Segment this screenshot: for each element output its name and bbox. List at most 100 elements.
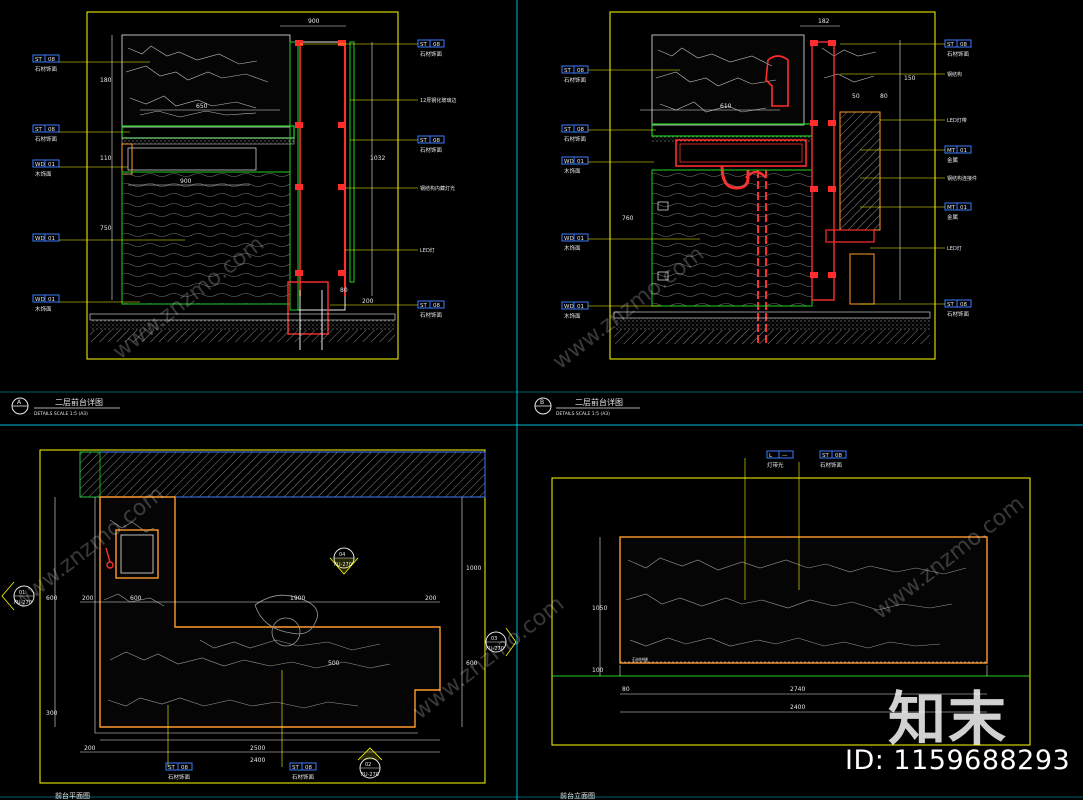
svg-text:WD: WD xyxy=(564,159,574,165)
panel-a-title-text: 二层前台详图 xyxy=(55,397,103,407)
svg-text:石材饰面: 石材饰面 xyxy=(420,311,443,319)
panel-d-stone-face xyxy=(619,536,988,664)
svg-text:MT: MT xyxy=(947,148,956,154)
panel-c-plan xyxy=(39,449,486,784)
panel-a-dim-900: 900 xyxy=(180,178,192,185)
note-a-2: 钢结构内藏灯光 xyxy=(420,185,455,192)
panel-b-dim-50: 50 xyxy=(852,93,860,100)
panel-b-dim-80: 80 xyxy=(880,93,888,100)
svg-text:08: 08 xyxy=(960,302,967,308)
svg-text:01: 01 xyxy=(48,162,55,168)
panel-c-texts: 1900 200 600 200 2500 2400 200 1000 600 … xyxy=(46,565,481,764)
svg-text:石材饰面: 石材饰面 xyxy=(947,310,970,318)
panel-b-section xyxy=(609,11,936,360)
svg-text:木饰面: 木饰面 xyxy=(35,305,52,313)
panel-c-dim-1900: 1900 xyxy=(290,595,305,602)
svg-text:WD: WD xyxy=(35,162,45,168)
panel-b-frame xyxy=(609,11,936,360)
svg-text:ST: ST xyxy=(564,68,571,74)
panel-d-title-text: 前台立面图 xyxy=(560,791,595,800)
svg-text:金属: 金属 xyxy=(947,213,958,221)
svg-text:WD: WD xyxy=(35,297,45,303)
svg-text:ST: ST xyxy=(947,42,954,48)
panel-b-dim-760: 760 xyxy=(622,215,634,222)
svg-text:01: 01 xyxy=(960,148,967,154)
panel-c-dim-200-bottom: 200 xyxy=(84,745,96,752)
svg-text:—: — xyxy=(782,453,788,459)
panel-a-stone-wall xyxy=(121,34,291,128)
note-b-4: LED灯 xyxy=(947,245,962,252)
svg-text:04: 04 xyxy=(339,552,345,558)
panel-a-notes: 12厚钢化玻璃边 钢结构内藏灯光 LED灯 xyxy=(345,97,456,254)
svg-text:08: 08 xyxy=(48,127,55,133)
section-mark-04: 04 FU-270 xyxy=(329,547,359,575)
panel-c-frame xyxy=(39,449,486,784)
svg-text:ST: ST xyxy=(564,127,571,133)
panel-d-frame xyxy=(551,477,1031,746)
panel-a-stone-veins xyxy=(125,45,269,118)
svg-text:08: 08 xyxy=(433,42,440,48)
svg-text:ST: ST xyxy=(168,765,175,771)
svg-text:WD: WD xyxy=(564,304,574,310)
panel-b-texts: 182 610 50 80 150 760 xyxy=(622,18,916,222)
panel-b-title: B 二层前台详图 DETAILS SCALE 1:5 (A3) xyxy=(534,397,640,417)
panel-a-dim-top: 900 xyxy=(308,18,320,25)
panel-a-dim-80: 80 xyxy=(340,287,348,294)
svg-text:08: 08 xyxy=(48,57,55,63)
note-a-1: 12厚钢化玻璃边 xyxy=(420,97,456,104)
panel-a-dim-1032: 1032 xyxy=(370,155,385,162)
note-b-1: 钢结构 xyxy=(947,71,962,78)
svg-text:08: 08 xyxy=(577,127,584,133)
svg-text:08: 08 xyxy=(305,765,312,771)
svg-text:ST: ST xyxy=(420,303,427,309)
section-mark-03: 03 FU-270 xyxy=(485,627,517,657)
svg-text:ST: ST xyxy=(35,57,42,63)
svg-text:石材饰面: 石材饰面 xyxy=(564,135,587,143)
panel-d-dim-100: 100 xyxy=(592,667,604,674)
svg-text:石材饰面: 石材饰面 xyxy=(420,50,443,58)
panel-c-title-text: 前台平面图 xyxy=(55,791,90,800)
panel-b-stone-wall xyxy=(651,34,805,126)
panel-d-dim-80: 80 xyxy=(622,686,630,693)
panel-b-dim-150: 150 xyxy=(904,75,916,82)
svg-text:FU-270: FU-270 xyxy=(361,772,379,778)
panel-d-dim-1050: 1050 xyxy=(592,605,607,612)
panel-a-subtitle: DETAILS SCALE 1:5 (A3) xyxy=(34,411,88,417)
panel-c-dim-600-left: 600 xyxy=(46,595,58,602)
panel-c-dim-600: 600 xyxy=(130,595,142,602)
panel-c-title: 前台平面图 xyxy=(55,791,90,800)
panel-c-dim-600-right: 600 xyxy=(466,660,478,667)
svg-text:WD: WD xyxy=(564,236,574,242)
svg-text:ST: ST xyxy=(35,127,42,133)
panel-b-dim-610: 610 xyxy=(720,103,732,110)
panel-d-dim-2400: 2400 xyxy=(790,704,805,711)
svg-text:01: 01 xyxy=(48,236,55,242)
section-mark-01: 01 FU-270 xyxy=(1,581,35,611)
svg-text:石材饰面: 石材饰面 xyxy=(820,461,843,469)
panel-a-dim-180: 180 xyxy=(100,77,112,84)
panel-b-dim-top: 182 xyxy=(818,18,830,25)
svg-text:01: 01 xyxy=(19,590,25,596)
panel-c-counter-outline xyxy=(99,496,441,728)
svg-text:ST: ST xyxy=(292,765,299,771)
svg-text:WD: WD xyxy=(35,236,45,242)
